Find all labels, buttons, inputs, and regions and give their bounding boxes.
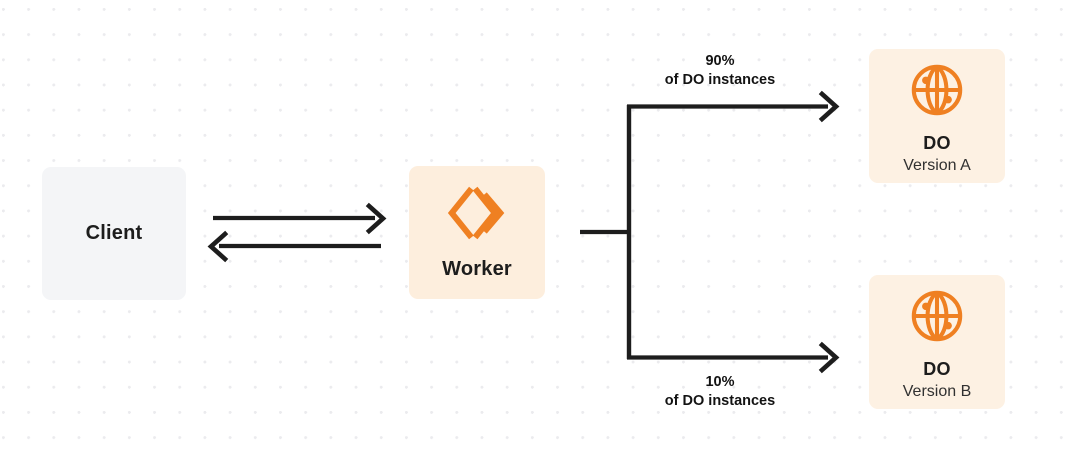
node-do-b-sublabel: Version B: [902, 383, 972, 400]
node-do-b-label: DO: [923, 359, 951, 379]
node-client-label: Client: [85, 222, 143, 244]
edge-label-do-a-percent: 90%: [705, 53, 735, 69]
edge-label-do-a-detail: of DO instances: [664, 72, 776, 88]
edge-branch-trunk: [580, 105, 632, 359]
node-do-a-sublabel: Version A: [903, 157, 971, 174]
globe-icon: [908, 287, 966, 345]
edge-label-do-b-percent: 10%: [705, 374, 735, 390]
edge-client-to-worker: [213, 202, 387, 235]
globe-icon: [908, 61, 966, 119]
edge-worker-to-client: [207, 230, 381, 263]
edge-label-do-a: 90% of DO instances: [628, 52, 812, 90]
node-client: Client: [42, 167, 186, 300]
edge-worker-to-do-a: [627, 90, 840, 123]
node-worker-label: Worker: [442, 258, 512, 280]
edge-worker-to-do-b: [627, 341, 840, 374]
edge-label-do-b-detail: of DO instances: [664, 393, 776, 409]
node-do-a-label: DO: [923, 133, 951, 153]
edge-label-do-b: 10% of DO instances: [628, 373, 812, 411]
cloudflare-workers-icon: [447, 184, 507, 242]
node-do-version-a: DO Version A: [869, 49, 1005, 183]
node-worker: Worker: [409, 166, 545, 299]
node-do-version-b: DO Version B: [869, 275, 1005, 409]
